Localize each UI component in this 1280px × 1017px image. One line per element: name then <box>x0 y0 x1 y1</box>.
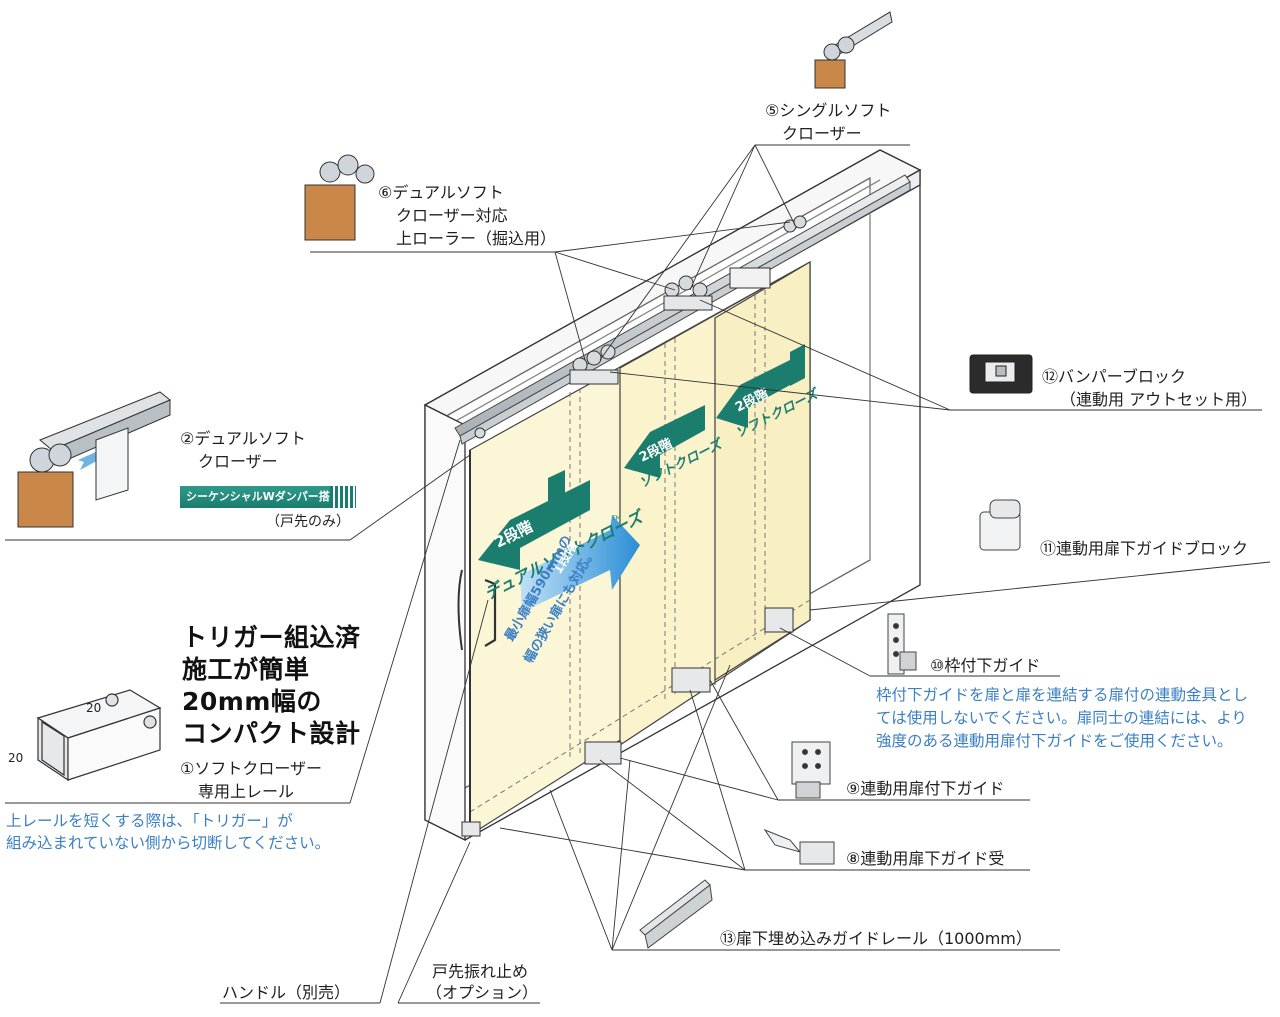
mid-soft-close-arrow <box>624 405 705 478</box>
bumper-block-part-image <box>969 354 1033 394</box>
label-dual-roller-line3: 上ローラー（掘込用） <box>396 229 557 248</box>
label-single-soft-closer-line1: ⑤シングルソフト <box>765 101 892 120</box>
badge-stripes-decoration <box>330 486 356 508</box>
frame-lower-guide-part-image <box>887 613 917 675</box>
label-linked-door-lower-guide: ⑨連動用扉付下ガイド <box>846 779 1005 798</box>
leader-lines <box>5 144 1271 1004</box>
feature-line1: トリガー組込済 <box>182 623 361 652</box>
rail-cut-note-line1: 上レールを短くする際は、「トリガー」が <box>6 812 293 830</box>
tm-mark: TM <box>611 515 621 522</box>
feature-line4: コンパクト設計 <box>182 719 361 748</box>
label-handle: ハンドル（別売） <box>222 983 351 1002</box>
rail-cut-note-line2: 組み込まれていない側から切断してください。 <box>6 834 331 852</box>
label-door-guide-block: ⑪連動用扉下ガイドブロック <box>1040 539 1249 558</box>
dual-roller-part-image <box>304 154 375 241</box>
label-stopper-line1: 戸先振れ止め <box>432 962 529 981</box>
label-bumper-block-line2: （連動用 アウトセット用） <box>1060 390 1258 409</box>
label-dual-roller-line2: クローザー対応 <box>396 206 508 225</box>
label-dual-roller-line1: ⑥デュアルソフト <box>378 183 504 202</box>
label-bumper-block-line1: ⑫バンパーブロック <box>1042 367 1186 386</box>
label-linked-guide-receiver: ⑧連動用扉下ガイド受 <box>846 849 1005 868</box>
label-dual-soft-closer-line2: クローザー <box>198 452 278 471</box>
feature-line3: 20mm幅の <box>182 687 322 716</box>
top-rollers <box>474 215 807 439</box>
label-door-tip-only: （戸先のみ） <box>266 514 350 530</box>
feature-line2: 施工が簡単 <box>182 655 310 684</box>
linked-guide-receiver-part-image <box>763 828 835 865</box>
single-soft-closer-part-image <box>814 11 893 89</box>
label-dual-soft-closer-line1: ②デュアルソフト <box>180 429 306 448</box>
dual-soft-close-arrow <box>478 470 640 612</box>
dual-soft-closer-part-image <box>17 391 171 528</box>
label-rail-line2: 専用上レール <box>198 782 295 801</box>
w-damper-badge: シーケンシャルWダンパー搭載 <box>180 486 332 525</box>
rail-dimension-width: 20 <box>86 701 101 715</box>
door-guide-block-part-image <box>979 499 1021 551</box>
label-frame-lower-guide: ⑩枠付下ガイド <box>930 656 1041 675</box>
embedded-guide-rail-part-image <box>639 879 713 949</box>
label-stopper-line2: （オプション） <box>426 983 539 1002</box>
linked-door-lower-guide-part-image <box>791 741 831 799</box>
label-rail-line1: ①ソフトクローザー <box>180 759 323 778</box>
bottom-guides <box>461 607 794 837</box>
frame-guide-note-line2: ては使用しないでください。扉同士の連結には、より <box>876 709 1247 727</box>
soft-closer-rail-part-image <box>36 689 162 782</box>
door-handle <box>457 569 497 651</box>
right-soft-close-arrow <box>716 344 805 428</box>
frame-guide-note-line3: 強度のある連動用扉付下ガイドをご使用ください。 <box>876 732 1233 750</box>
rail-dimension-height: 20 <box>8 751 23 765</box>
label-embedded-guide-rail: ⑬扉下埋め込みガイドレール（1000mm） <box>720 929 1032 948</box>
label-single-soft-closer-line2: クローザー <box>782 124 862 143</box>
door-panels <box>469 260 811 837</box>
frame-guide-note-line1: 枠付下ガイドを扉と扉を連結する扉付の連動金具とし <box>876 686 1249 704</box>
